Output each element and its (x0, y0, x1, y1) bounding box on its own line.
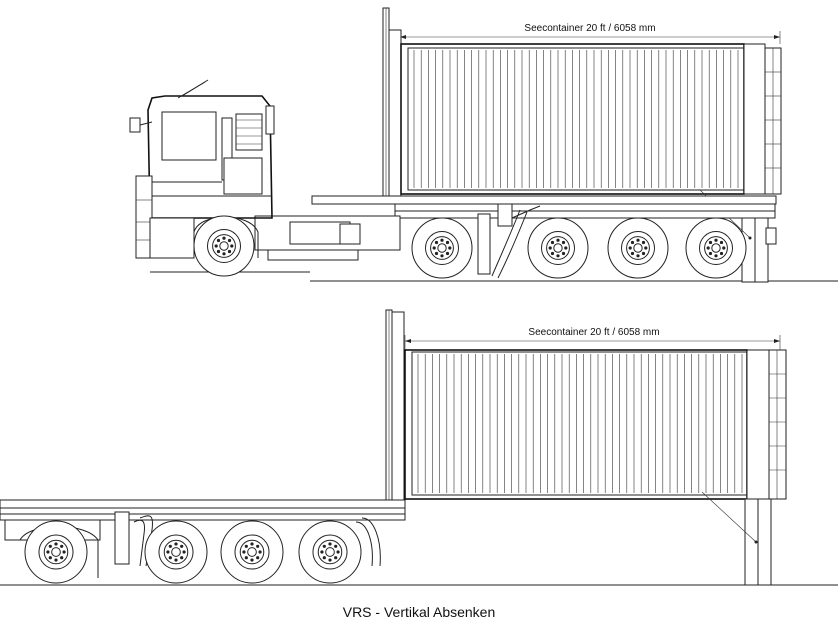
drawing-caption: VRS - Vertikal Absenken (342, 604, 496, 620)
top-container (400, 43, 745, 195)
bottom-dimension: Seecontainer 20 ft / 6058 mm (404, 327, 781, 352)
wheel (527, 217, 589, 279)
bottom-drawing: Seecontainer 20 ft / 6058 mm (0, 309, 838, 586)
top-dimension-label: Seecontainer 20 ft / 6058 mm (524, 23, 655, 34)
wheel (144, 520, 208, 584)
wheel (685, 217, 747, 279)
bottom-front-mast (385, 309, 405, 501)
wheel (24, 520, 88, 584)
top-wheels (193, 215, 747, 279)
wheel (607, 217, 669, 279)
top-tractor-chassis (254, 215, 401, 261)
bottom-support-leg (701, 491, 772, 586)
bottom-dimension-label: Seecontainer 20 ft / 6058 mm (528, 327, 659, 338)
top-drawing: Seecontainer 20 ft / 6058 mm (129, 7, 838, 283)
wheel (220, 520, 284, 584)
bottom-rear-stack (746, 349, 787, 500)
top-trailer-frame (311, 195, 777, 279)
top-front-mast (382, 7, 402, 199)
wheel (411, 217, 473, 279)
top-truck-cab (129, 79, 275, 259)
top-rear-stack (743, 43, 782, 195)
wheel (298, 520, 362, 584)
wheel (193, 215, 255, 277)
bottom-wheels (24, 520, 362, 584)
top-dimension: Seecontainer 20 ft / 6058 mm (399, 23, 781, 44)
bottom-container (404, 349, 748, 500)
